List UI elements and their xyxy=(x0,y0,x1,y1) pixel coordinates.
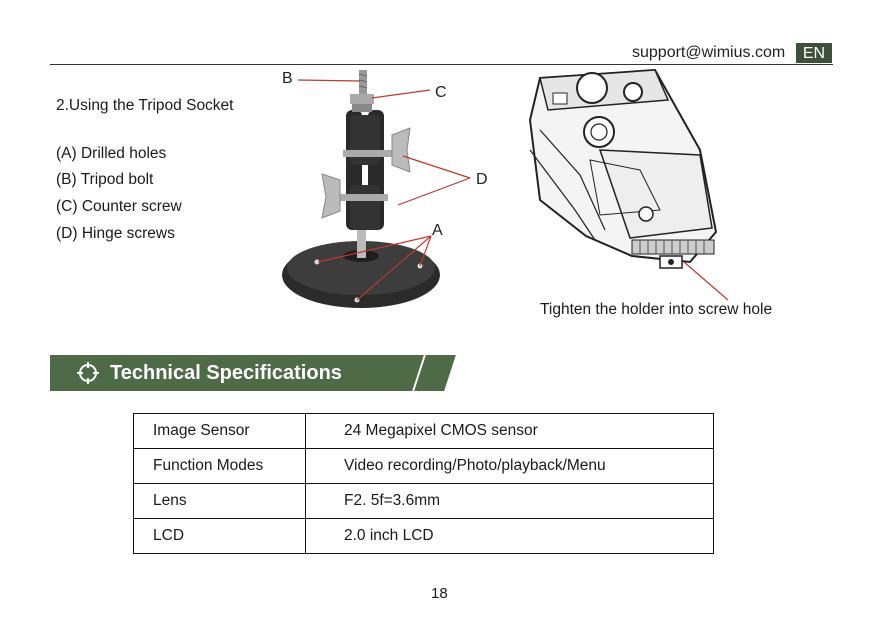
camera-vent xyxy=(631,239,715,255)
pir-sensor xyxy=(576,72,608,104)
camera-caption: Tighten the holder into screw hole xyxy=(540,301,773,318)
table-row: Function Modes Video recording/Photo/pla… xyxy=(133,448,714,484)
spec-value: 24 Megapixel CMOS sensor xyxy=(305,413,714,449)
support-email: support@wimius.com xyxy=(632,44,786,61)
callout-a: A xyxy=(432,222,443,239)
spec-label: Lens xyxy=(133,483,306,519)
legend-item-a: (A) Drilled holes xyxy=(56,145,167,162)
tripod-bolt xyxy=(359,70,367,98)
spec-table: Image Sensor 24 Megapixel CMOS sensor Fu… xyxy=(133,413,714,554)
hinge-screw xyxy=(391,127,411,173)
spec-banner xyxy=(50,355,395,391)
crosshair-icon xyxy=(77,362,99,384)
spec-heading: Technical Specifications xyxy=(110,362,342,384)
hinge-screw xyxy=(321,173,341,219)
callout-c: C xyxy=(435,84,447,101)
spec-label: Image Sensor xyxy=(133,413,306,449)
header-divider xyxy=(50,64,833,65)
tripod-section-title: 2.Using the Tripod Socket xyxy=(56,97,234,114)
spec-value: 2.0 inch LCD xyxy=(305,518,714,554)
camera-lens xyxy=(623,82,643,102)
table-row: Image Sensor 24 Megapixel CMOS sensor xyxy=(133,413,714,449)
page-number: 18 xyxy=(431,585,448,602)
legend-item-c: (C) Counter screw xyxy=(56,198,182,215)
counter-screw xyxy=(350,94,374,104)
spec-value: Video recording/Photo/playback/Menu xyxy=(305,448,714,484)
drilled-hole xyxy=(314,259,320,265)
spec-label: Function Modes xyxy=(133,448,306,484)
table-row: LCD 2.0 inch LCD xyxy=(133,518,714,554)
language-badge: EN xyxy=(796,43,832,63)
callout-d: D xyxy=(476,171,488,188)
callout-b: B xyxy=(282,70,293,87)
spec-label: LCD xyxy=(133,518,306,554)
legend-item-d: (D) Hinge screws xyxy=(56,225,175,242)
legend-item-b: (B) Tripod bolt xyxy=(56,171,154,188)
spec-value: F2. 5f=3.6mm xyxy=(305,483,714,519)
table-row: Lens F2. 5f=3.6mm xyxy=(133,483,714,519)
